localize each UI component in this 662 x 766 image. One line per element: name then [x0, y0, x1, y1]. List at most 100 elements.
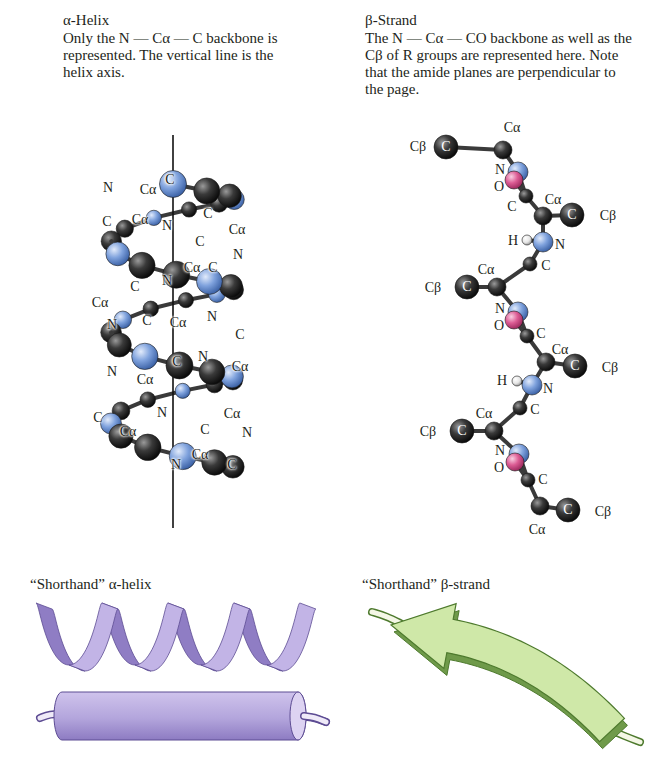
atom-ball [513, 401, 527, 415]
atom-label: O [494, 180, 504, 194]
atom-ball [522, 375, 542, 395]
atom-label: Cα [92, 296, 109, 310]
atom-ball [175, 383, 190, 398]
shorthand-caption: “Shorthand” β-strand [362, 576, 490, 593]
atom-ball [129, 252, 155, 278]
atom-ball [107, 333, 131, 357]
atom-label: H [508, 234, 518, 248]
atom-label: N [233, 248, 243, 262]
atom-label: Cα [476, 407, 493, 421]
atom-label: Cβ [600, 209, 616, 223]
atom-ball [194, 178, 220, 204]
tube-core [304, 716, 326, 722]
atom-label: C [130, 280, 139, 294]
atom-label: C [227, 458, 236, 472]
atom-label: N [157, 406, 167, 420]
atom-ball [132, 343, 158, 369]
atom-ball [512, 376, 522, 386]
beta-arrow [372, 604, 640, 749]
atom-label: Cα [229, 223, 246, 237]
atom-label: C [530, 403, 539, 417]
atom-label: C [462, 280, 471, 294]
atom-label: C [563, 503, 572, 517]
atom-label: N [107, 365, 117, 379]
atom-label: C [142, 314, 151, 328]
atom-label: N [207, 310, 217, 324]
atom-ball [218, 184, 241, 207]
atom-label: Cα [137, 373, 154, 387]
ribbon-segment [135, 603, 184, 671]
panel-heading: α-Helix [63, 12, 109, 29]
atom-label: Cβ [410, 140, 426, 154]
cylinder-helix [40, 692, 326, 740]
atom-ball [522, 235, 532, 245]
atom-ball [519, 189, 533, 203]
atom-label: C [536, 327, 545, 341]
atom-label: H [497, 374, 507, 388]
atom-label: C [200, 423, 209, 437]
atom-ball [521, 473, 535, 487]
atom-label: Cα [192, 448, 209, 462]
atom-label: C [208, 261, 217, 275]
atom-label: C [457, 424, 466, 438]
atom-ball [146, 210, 161, 225]
atom-label: C [538, 473, 547, 487]
atom-label: Cα [552, 343, 569, 357]
atom-ball [506, 453, 524, 471]
atom-label: Cα [224, 407, 241, 421]
atom-ball [520, 329, 534, 343]
atom-label: Cα [504, 121, 521, 135]
atom-label: C [102, 215, 111, 229]
atom-ball [533, 232, 553, 252]
atom-label: C [172, 355, 181, 369]
atom-ball [531, 497, 549, 515]
atom-label: C [203, 207, 212, 221]
shorthand-caption: “Shorthand” α-helix [30, 576, 152, 593]
atom-ball [455, 275, 479, 299]
atom-ball [485, 422, 503, 440]
atom-label: Cα [529, 523, 546, 537]
atom-label: Cα [184, 261, 201, 275]
atom-ball [135, 434, 161, 460]
atom-label: N [543, 382, 553, 396]
atom-label: N [171, 458, 181, 472]
atom-label: C [570, 359, 579, 373]
atom-ball [563, 354, 587, 378]
atom-ball [505, 311, 523, 329]
alpha-helix-model [101, 135, 245, 528]
atom-label: N [162, 274, 172, 288]
atom-label: N [107, 318, 117, 332]
atom-label: C [195, 235, 204, 249]
atom-label: C [441, 140, 450, 154]
atom-ball [140, 392, 156, 408]
atom-ball [534, 207, 552, 225]
atom-label: C [507, 200, 516, 214]
atom-label: O [494, 319, 504, 333]
atom-label: C [165, 173, 174, 187]
atom-label: C [235, 328, 244, 342]
atom-ball [488, 278, 506, 296]
atom-ball [560, 203, 584, 227]
atom-label: Cα [545, 193, 562, 207]
atom-label: N [198, 350, 208, 364]
atom-ball [494, 141, 512, 159]
ribbon-segment [69, 603, 118, 671]
ribbon-segment [267, 603, 316, 671]
panel-heading: β-Strand [365, 12, 417, 29]
atom-ball [523, 257, 537, 271]
atom-label: N [495, 444, 505, 458]
atom-label: Cα [132, 213, 149, 227]
panel-description: The N — Cα — CO backbone as well as the … [365, 30, 637, 98]
atom-ball [505, 171, 523, 189]
panel-description: Only the N — Cα — C backbone is represen… [63, 30, 285, 81]
atom-label: C [567, 208, 576, 222]
atom-label: Cα [232, 360, 249, 374]
arrow-face [391, 604, 624, 742]
atom-ball [106, 242, 130, 266]
atom-label: Cβ [420, 425, 436, 439]
atom-label: C [541, 259, 550, 273]
ribbon-segment [201, 603, 250, 671]
atom-ball [178, 293, 193, 308]
atom-label: N [555, 238, 565, 252]
